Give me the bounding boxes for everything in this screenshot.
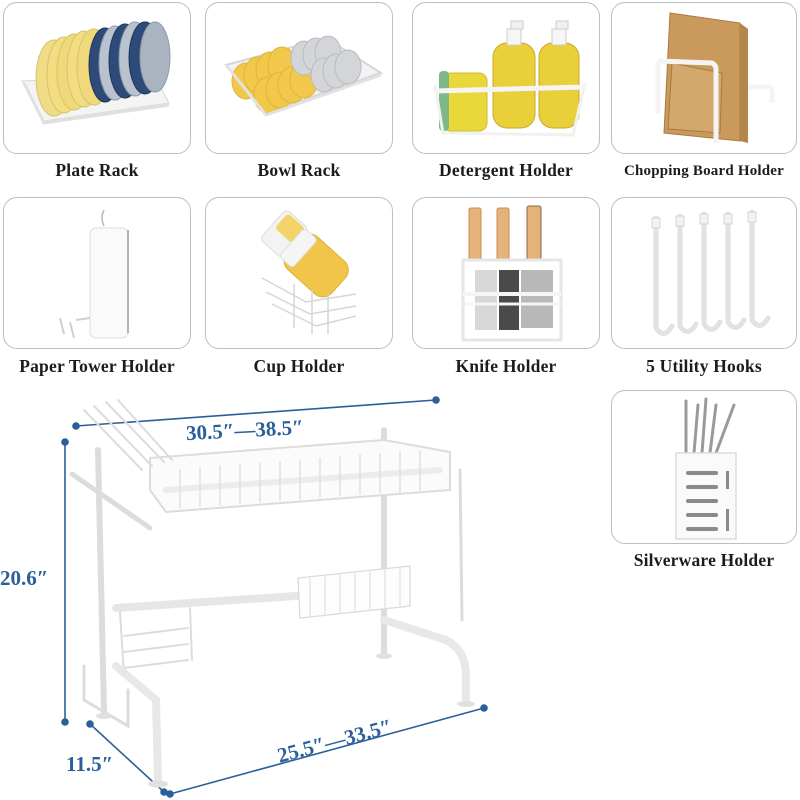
detergent-holder-icon [433, 20, 587, 137]
knife-holder-label: Knife Holder [455, 356, 557, 376]
paper-towel-holder-panel [3, 197, 191, 349]
chopping-board-holder-icon [655, 12, 775, 143]
plate-rack-panel [3, 2, 191, 154]
silverware-holder-label: Silverware Holder [633, 550, 775, 570]
cup-holder-label: Cup Holder [253, 356, 345, 376]
dimension-height: 20.6″ [0, 566, 49, 590]
knife-holder-icon [461, 205, 563, 342]
cup-holder-panel [205, 197, 393, 349]
cup-holder-icon [261, 210, 357, 334]
plate-rack-label: Plate Rack [55, 160, 139, 180]
plate-rack-icon [21, 21, 171, 125]
utility-hooks-panel [611, 197, 797, 349]
detergent-holder-label: Detergent Holder [439, 160, 573, 180]
chopping-board-holder-panel [611, 2, 797, 154]
bowl-rack-panel [205, 2, 393, 154]
utility-hooks-label: 5 Utility Hooks [646, 356, 762, 376]
chopping-board-holder-label: Chopping Board Holder [623, 163, 785, 179]
paper-towel-holder-icon [59, 209, 129, 339]
silverware-holder-panel [611, 390, 797, 544]
paper-towel-holder-label: Paper Tower Holder [19, 356, 175, 376]
dimension-width-bottom: 25.5″—33.5″ [274, 713, 395, 768]
utility-hooks-icon [651, 209, 771, 336]
detergent-holder-panel [412, 2, 600, 154]
knife-holder-panel [412, 197, 600, 349]
dimension-depth: 11.5″ [66, 752, 114, 776]
bowl-rack-icon [224, 35, 384, 117]
bowl-rack-label: Bowl Rack [257, 160, 341, 180]
silverware-holder-icon [675, 397, 737, 540]
dimension-width-top: 30.5″—38.5″ [185, 414, 305, 446]
